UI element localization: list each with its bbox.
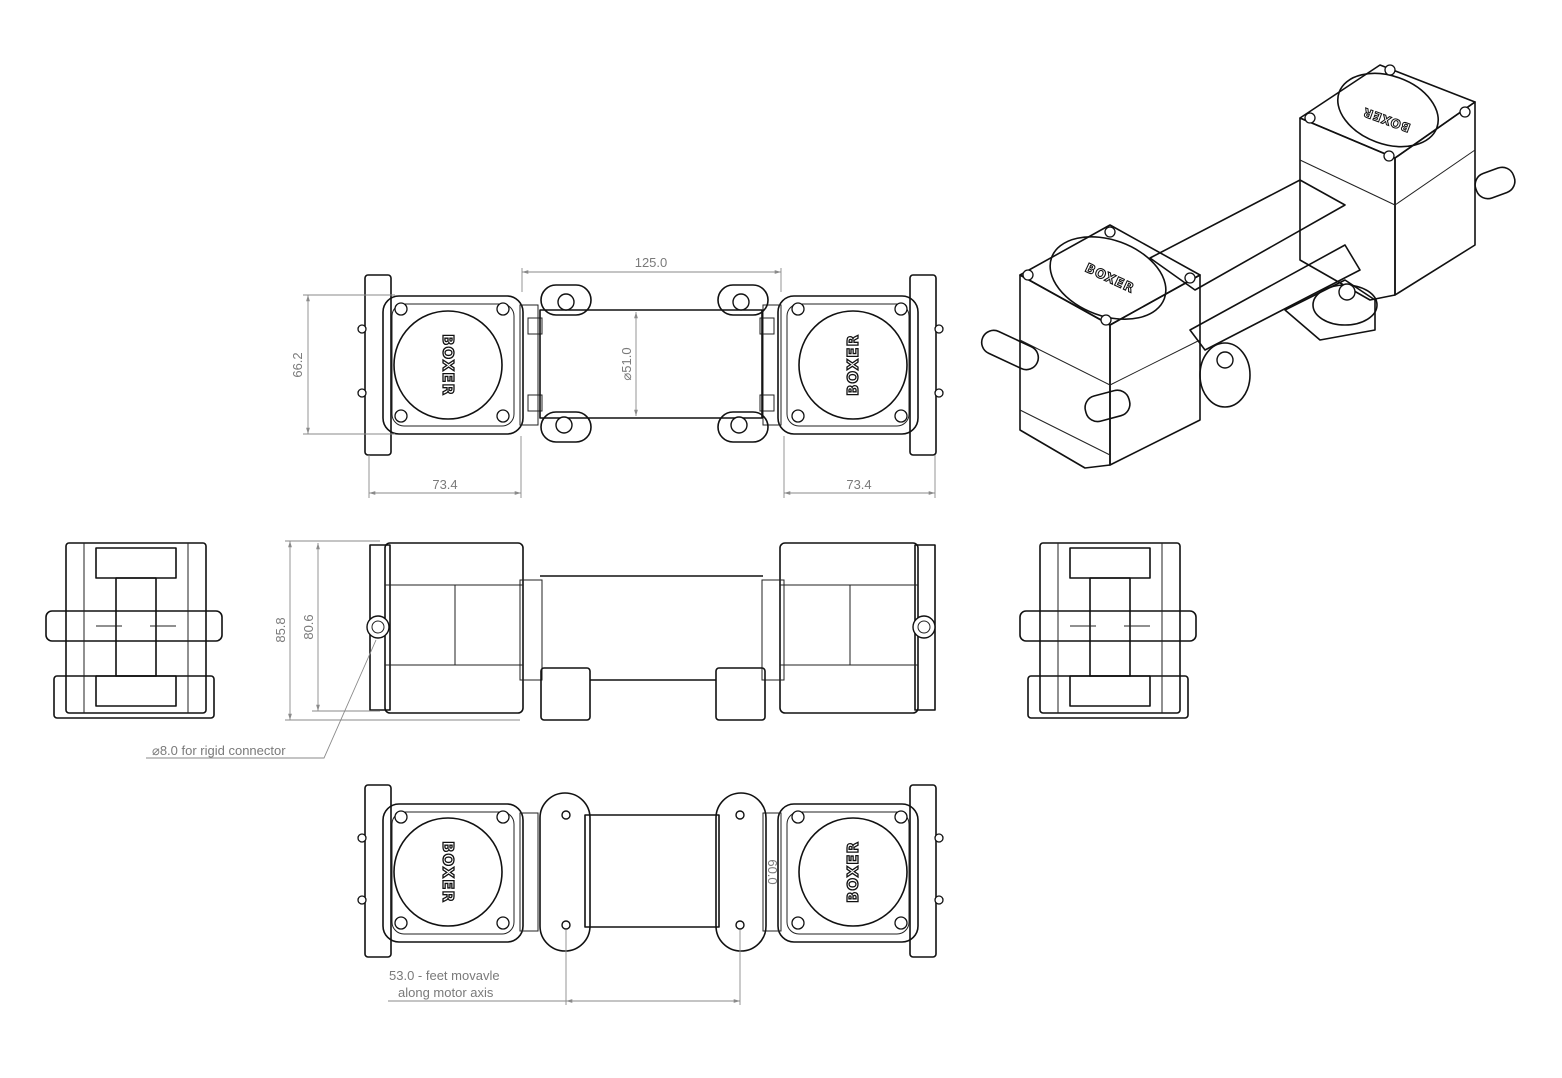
top-left-motor: BOXER	[357, 274, 543, 456]
iso-back-motor: BOXER	[1284, 64, 1516, 341]
isometric-view: BOXER BOXER	[980, 64, 1516, 469]
bottom-view: BOXER BOXER 60.0 53.0 - feet mo	[357, 784, 944, 1005]
bottom-tube	[584, 814, 720, 928]
front-right-motor	[715, 542, 936, 721]
annotation-feet-line2: along motor axis	[398, 985, 494, 1000]
top-feet	[540, 284, 769, 443]
top-view: BOXER BOXER	[290, 255, 944, 498]
dim-height-top: 66.2	[290, 352, 305, 377]
dim-overall-height: 85.8	[273, 617, 288, 642]
dim-right-width: 73.4	[846, 477, 871, 492]
logo-top-right: BOXER	[844, 334, 862, 396]
bottom-foot-right	[715, 792, 767, 952]
logo-iso-front: BOXER	[1082, 261, 1136, 297]
bottom-right-motor: BOXER	[762, 784, 944, 958]
dim-foot-label: 60.0	[765, 859, 780, 884]
annotation-connector: ⌀8.0 for rigid connector	[152, 743, 286, 758]
front-view: 85.8 80.6 ⌀8.0 for rigid connector	[146, 540, 936, 759]
logo-top-left: BOXER	[439, 334, 457, 396]
front-left-motor	[366, 542, 591, 721]
logo-bottom-right: BOXER	[844, 841, 862, 903]
iso-front-motor: BOXER	[980, 224, 1251, 469]
bottom-foot-left	[539, 792, 591, 952]
dim-left-width: 73.4	[432, 477, 457, 492]
logo-bottom-left: BOXER	[439, 841, 457, 903]
bottom-left-motor: BOXER	[357, 784, 539, 958]
top-right-motor: BOXER	[759, 274, 944, 456]
dim-top-span: 125.0	[635, 255, 668, 270]
top-tube	[539, 309, 763, 419]
dim-body-height: 80.6	[301, 614, 316, 639]
logo-iso-back: BOXER	[1361, 105, 1412, 135]
left-end-view	[45, 542, 223, 719]
right-end-view	[1019, 542, 1197, 719]
annotation-feet-line1: 53.0 - feet movavle	[389, 968, 500, 983]
dim-tube-diameter: ⌀51.0	[619, 347, 634, 380]
